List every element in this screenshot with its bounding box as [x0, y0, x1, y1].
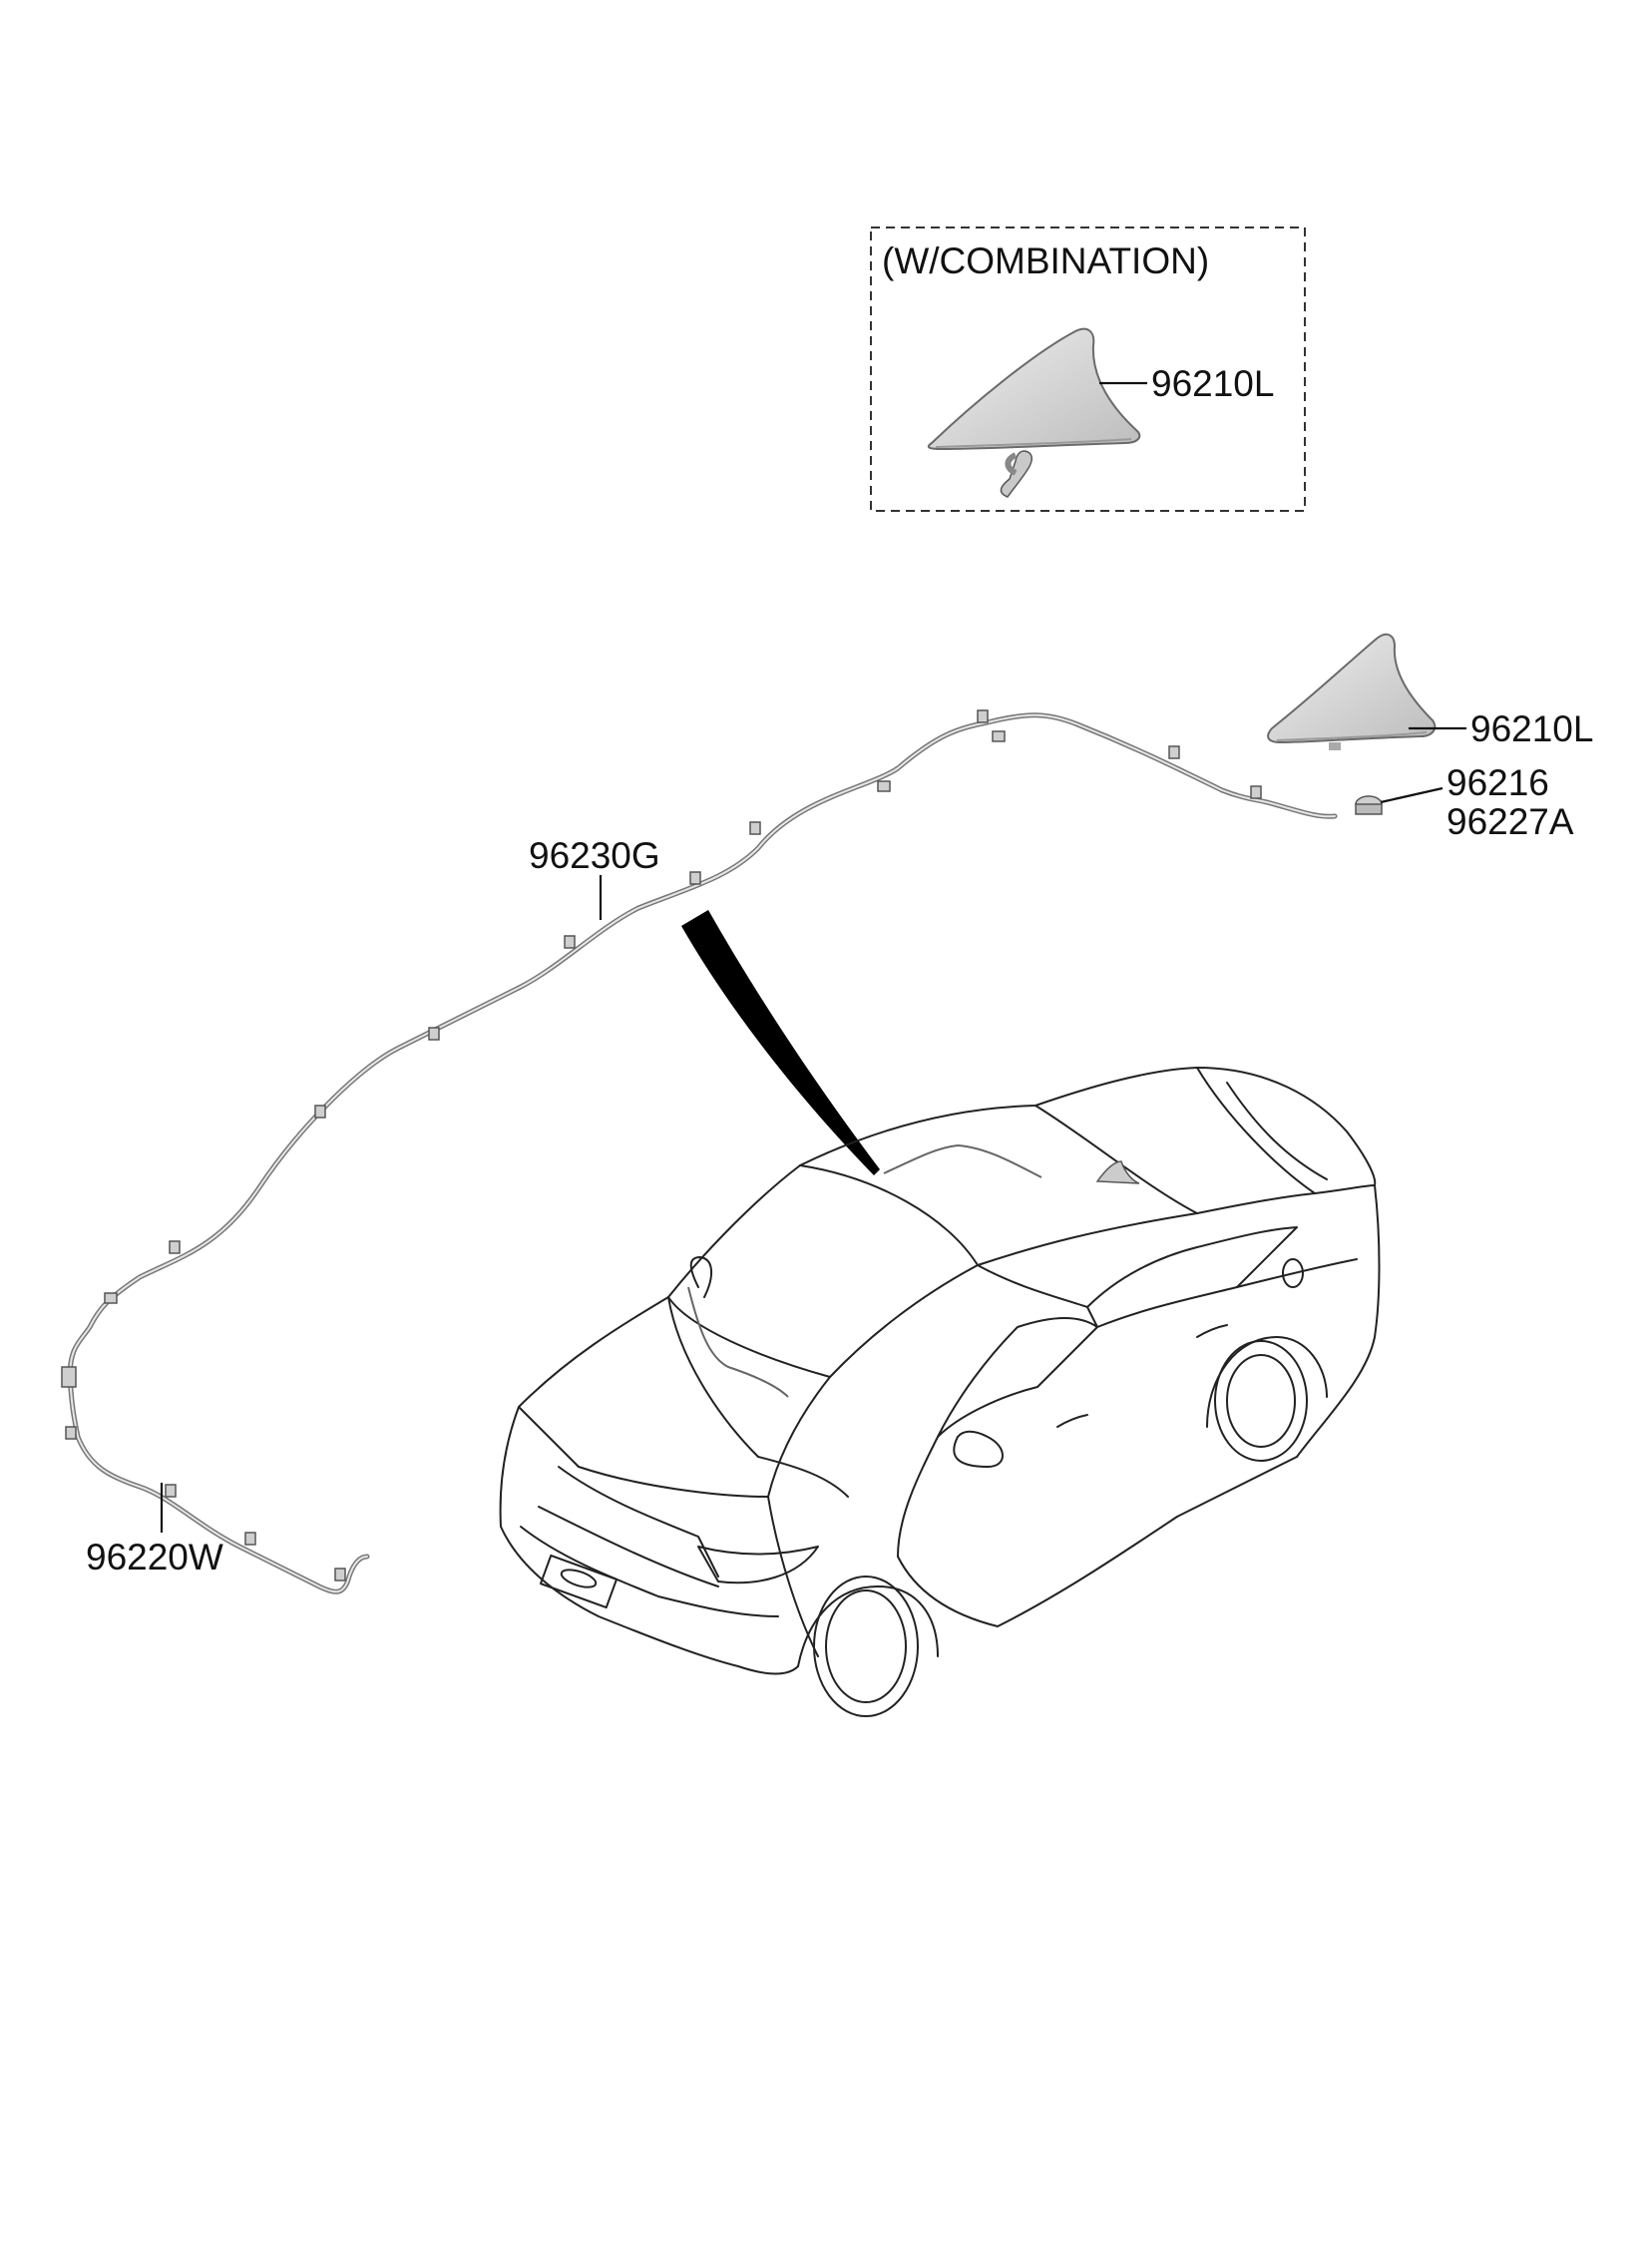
antenna-part-label: 96210L	[1470, 708, 1593, 749]
nut-part-label: 96216	[1446, 762, 1549, 803]
shark-fin-antenna[interactable]	[1267, 633, 1437, 750]
variant-part-label: 96210L	[1151, 363, 1274, 404]
variant-caption: (W/COMBINATION)	[882, 240, 1209, 281]
location-pointer	[681, 910, 880, 1175]
antenna-cable[interactable]	[61, 709, 1338, 1594]
vehicle-illustration	[499, 1067, 1381, 1717]
antenna-nut[interactable]	[1355, 795, 1383, 815]
pad-part-label: 96227A	[1446, 801, 1574, 842]
roof-cable-part-label: 96230G	[529, 835, 660, 876]
shark-fin-antenna-variant[interactable]	[927, 327, 1141, 498]
vehicle-antenna-location	[687, 1143, 1140, 1398]
variant-box: (W/COMBINATION) 96210L	[870, 226, 1306, 512]
feeder-cable-part-label: 96220W	[86, 1537, 223, 1578]
